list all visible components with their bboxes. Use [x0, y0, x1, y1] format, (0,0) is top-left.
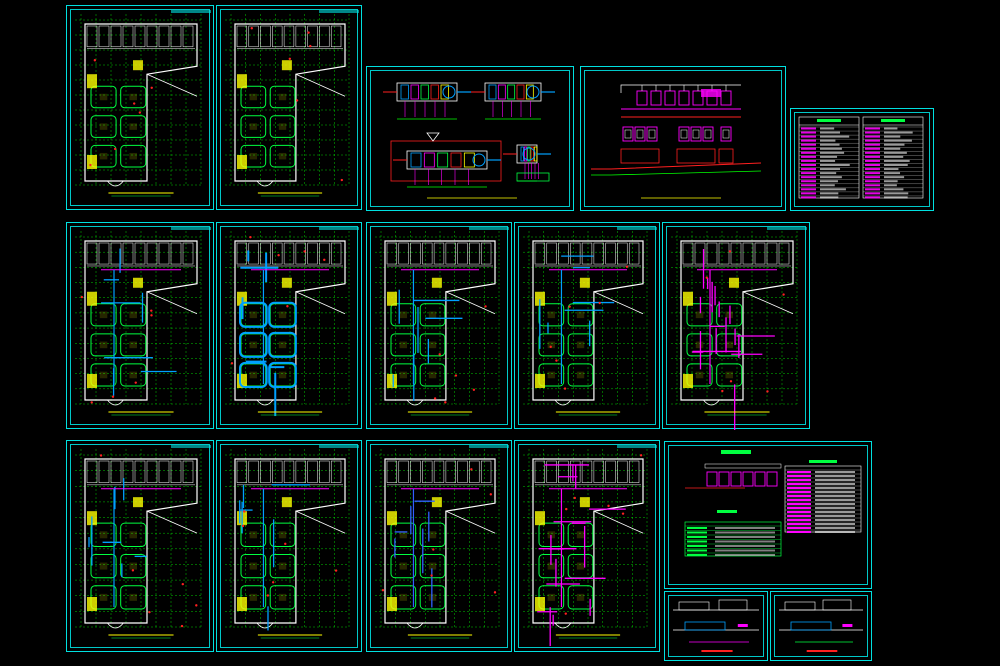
drawing-sheet-4[interactable] [580, 66, 786, 211]
sheet-border [584, 70, 782, 207]
sheet-drawing-planG [225, 445, 359, 639]
sheet-border [668, 595, 764, 657]
drawing-sheet-17[interactable] [770, 591, 872, 661]
drawing-sheet-12[interactable] [216, 440, 362, 652]
sheet-border [518, 444, 656, 648]
sheet-border [70, 9, 210, 206]
drawing-sheet-8[interactable] [366, 222, 512, 429]
sheet-border [370, 70, 570, 207]
drawing-sheet-3[interactable] [366, 66, 574, 211]
sheet-drawing-planI [523, 445, 657, 647]
sheet-border [370, 226, 508, 425]
drawing-sheet-2[interactable] [216, 5, 362, 210]
sheet-drawing-schedule [798, 116, 924, 199]
drawing-sheet-5[interactable] [790, 108, 934, 211]
sheet-drawing-planB [225, 227, 359, 417]
drawing-sheet-13[interactable] [366, 440, 512, 652]
drawing-sheet-6[interactable] [66, 222, 214, 429]
sheet-drawing-planF [75, 445, 211, 639]
sheet-border [70, 444, 210, 648]
sheet-drawing-legend [684, 450, 862, 557]
drawing-sheet-9[interactable] [514, 222, 660, 429]
drawing-sheet-10[interactable] [662, 222, 810, 430]
sheet-drawing-planC [375, 227, 509, 416]
sheet-drawing-planE [671, 227, 807, 430]
drawing-sheet-16[interactable] [664, 591, 768, 661]
sheet-border [518, 226, 656, 425]
sheet-border [70, 226, 210, 425]
drawing-sheet-11[interactable] [66, 440, 214, 652]
sheet-drawing-equip [383, 82, 555, 199]
sheet-drawing-planD [523, 227, 657, 416]
sheet-drawing-planH [375, 445, 509, 639]
sheet-drawing-plan2 [225, 10, 359, 197]
sheet-border [668, 445, 868, 585]
drawing-sheet-14[interactable] [514, 440, 660, 652]
drawing-sheet-15[interactable] [664, 441, 872, 589]
sheet-drawing-planA [75, 227, 211, 416]
sheet-drawing-section2 [779, 599, 863, 652]
sheet-border [220, 9, 358, 206]
sheet-border [220, 444, 358, 648]
sheet-border [794, 112, 930, 207]
sheet-drawing-section [673, 599, 759, 652]
sheet-border [666, 226, 806, 425]
drawing-sheet-1[interactable] [66, 5, 214, 210]
drawing-sheet-7[interactable] [216, 222, 362, 429]
sheet-border [774, 595, 868, 657]
sheet-drawing-system [591, 84, 762, 199]
sheet-border [370, 444, 508, 648]
sheet-drawing-plan [75, 10, 211, 197]
sheet-border [220, 226, 358, 425]
